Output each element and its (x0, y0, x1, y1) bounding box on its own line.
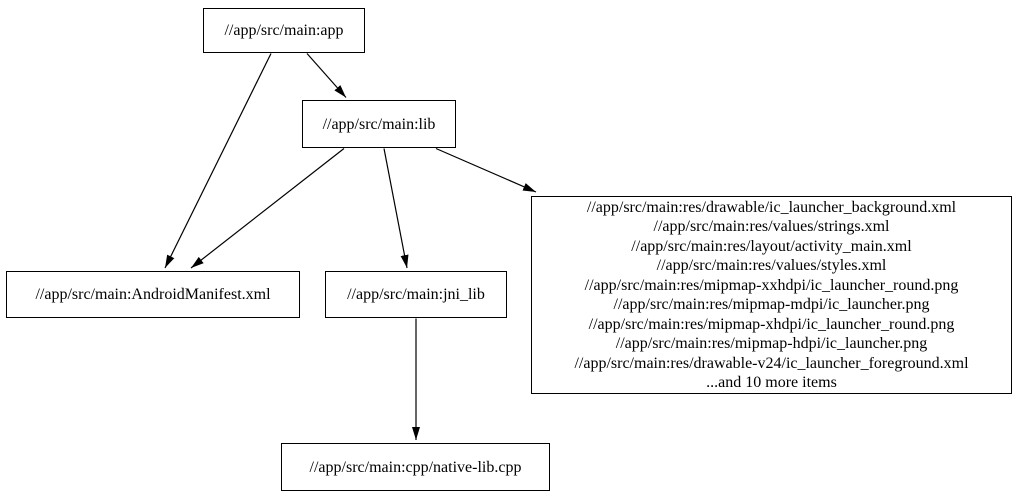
res-file-item: //app/src/main:res/values/strings.xml (653, 218, 890, 235)
edge-lib-to-jni-lib (383, 148, 409, 269)
node-lib: //app/src/main:lib (302, 100, 456, 148)
node-res-files: //app/src/main:res/drawable/ic_launcher_… (531, 196, 1012, 394)
res-file-item: //app/src/main:res/drawable/ic_launcher_… (586, 198, 957, 216)
res-file-more-items: ...and 10 more items (706, 374, 837, 391)
res-file-item: //app/src/main:res/layout/activity_main.… (631, 237, 912, 255)
node-native-lib-cpp: //app/src/main:cpp/native-lib.cpp (281, 443, 550, 491)
node-android-manifest-label: //app/src/main:AndroidManifest.xml (35, 286, 271, 303)
node-native-lib-cpp-label: //app/src/main:cpp/native-lib.cpp (309, 458, 522, 476)
res-file-item: //app/src/main:res/mipmap-mdpi/ic_launch… (613, 296, 930, 313)
edge-lib-to-res-files (435, 147, 537, 193)
res-file-item: //app/src/main:res/values/styles.xml (656, 257, 887, 274)
node-lib-label: //app/src/main:lib (322, 115, 436, 133)
node-android-manifest: //app/src/main:AndroidManifest.xml (6, 271, 300, 318)
edge-app-to-lib (306, 53, 347, 98)
node-app-label: //app/src/main:app (224, 22, 344, 39)
edge-app-to-android-manifest (164, 53, 272, 269)
node-jni-lib: //app/src/main:jni_lib (325, 271, 507, 318)
res-file-item: //app/src/main:res/drawable-v24/ic_launc… (574, 354, 969, 372)
edge-lib-to-android-manifest (190, 148, 345, 269)
node-jni-lib-label: //app/src/main:jni_lib (347, 286, 485, 303)
res-file-item: //app/src/main:res/mipmap-xxhdpi/ic_laun… (584, 276, 959, 294)
node-app: //app/src/main:app (203, 8, 365, 53)
res-file-item: //app/src/main:res/mipmap-xhdpi/ic_launc… (588, 315, 955, 333)
res-file-item: //app/src/main:res/mipmap-hdpi/ic_launch… (615, 335, 928, 352)
